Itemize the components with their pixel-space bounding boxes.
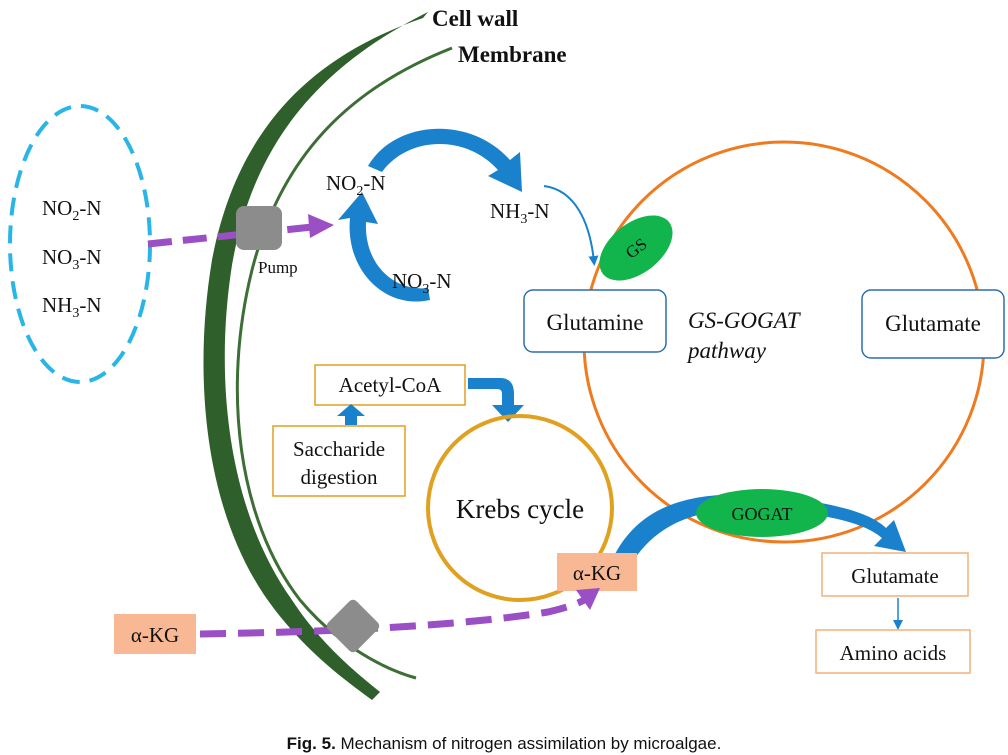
outside-no2-label: NO2-N	[42, 196, 102, 224]
inner-no2-label: NO2-N	[326, 171, 386, 199]
figure-caption: Fig. 5. Mechanism of nitrogen assimilati…	[287, 734, 722, 753]
acetyl-coa-label: Acetyl-CoA	[339, 373, 442, 397]
akg-to-gogat-arc	[612, 494, 906, 566]
akg-transport-arrow	[199, 594, 590, 638]
glutamine-label: Glutamine	[546, 310, 643, 335]
nitrogen-transport-arrowhead	[308, 214, 334, 238]
saccharide-line2: digestion	[301, 465, 378, 489]
lower-pump-icon	[326, 599, 380, 653]
gs-enzyme	[599, 215, 673, 281]
akg-outside-box	[114, 614, 196, 654]
akg-inside-label: α-KG	[573, 561, 621, 585]
nitrogen-transport-arrow	[147, 222, 323, 248]
krebs-cycle-circle	[426, 414, 614, 602]
gogat-enzyme	[696, 489, 828, 537]
nh3-to-glutamine-arrow	[543, 185, 599, 266]
membrane-label: Membrane	[458, 42, 567, 67]
saccharide-to-acetyl-arrow	[337, 404, 365, 425]
outside-no3-label: NO3-N	[42, 245, 102, 273]
glutamate-box-label: Glutamate	[885, 311, 981, 336]
gogat-label: GOGAT	[732, 504, 793, 524]
acetyl-to-krebs-arrow	[468, 378, 524, 422]
outside-nitrogen-pool	[8, 104, 152, 384]
pump-label: Pump	[258, 258, 298, 277]
no3-to-no2-arrow	[338, 192, 430, 302]
glutamate-product-label: Glutamate	[851, 564, 938, 588]
akg-transport-arrowhead	[576, 588, 600, 610]
inner-no3-label: NO3-N	[392, 269, 452, 297]
amino-acids-label: Amino acids	[840, 641, 947, 665]
pump-icon	[236, 206, 282, 250]
outside-nh3-label: NH3-N	[42, 293, 102, 321]
glutamate-product-box	[821, 552, 969, 597]
pathway-name-line1: GS-GOGAT	[688, 308, 802, 333]
inner-nh3-label: NH3-N	[490, 199, 550, 227]
pathway-name-line2: pathway	[686, 338, 767, 363]
glutamate-box	[861, 289, 1005, 359]
saccharide-line1: Saccharide	[293, 437, 385, 461]
akg-outside-label: α-KG	[131, 623, 179, 647]
akg-inside-box	[557, 553, 637, 591]
acetyl-coa-box	[314, 364, 466, 406]
amino-acids-box	[815, 629, 971, 674]
saccharide-box	[272, 425, 406, 497]
no2-to-nh3-arrow	[368, 128, 522, 192]
glutamine-box	[523, 289, 667, 353]
cell-wall-label: Cell wall	[432, 6, 518, 31]
krebs-cycle-label: Krebs cycle	[456, 494, 584, 524]
